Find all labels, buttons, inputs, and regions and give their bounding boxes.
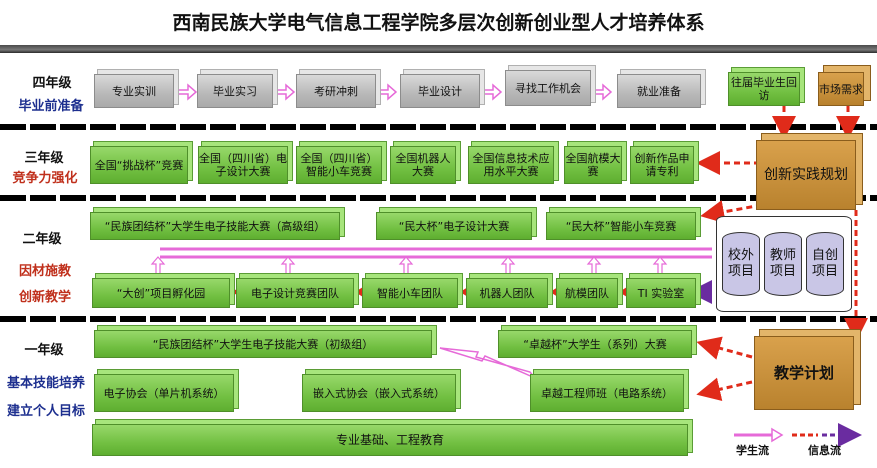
legend-info-label: 信息流 [808, 444, 841, 457]
y2-bottom-5: 航模团队 [556, 278, 618, 308]
y1-bottom-1: 电子协会（单片机系统） [94, 374, 234, 412]
y2-top-2: “民大杯”电子设计大赛 [376, 212, 532, 240]
grade-1-sub-2: 建立个人目标 [6, 404, 85, 419]
y1-top-1: “民族团结杯”大学生电子技能大赛（初级组） [94, 330, 432, 358]
legend-student-head [771, 427, 784, 443]
grade-2-sub-1: 因材施教 [18, 264, 71, 279]
foundation-box: 专业基础、工程教育 [92, 424, 688, 456]
grade-3-label: 三年级 [24, 151, 64, 166]
divider-2-1 [0, 316, 877, 322]
grade-3-sub: 竞争力强化 [12, 171, 78, 186]
top-band [0, 45, 877, 53]
y4-arrow-5 [592, 83, 613, 101]
y4-box-6: 就业准备 [617, 74, 701, 108]
y2-bottom-4: 机器人团队 [466, 278, 548, 308]
y1-bottom-2: 嵌入式协会（嵌入式系统） [302, 374, 456, 412]
page-title: 西南民族大学电气信息工程学院多层次创新创业型人才培养体系 [172, 12, 705, 34]
y3-box-4: 全国机器人大赛 [390, 146, 456, 184]
y2-bottom-2: 电子设计竞赛团队 [236, 278, 354, 308]
y4-market: 市场需求 [818, 72, 864, 106]
innovation-planning-box: 创新实践规划 [756, 140, 856, 210]
grade-4-sub: 毕业前准备 [18, 99, 84, 114]
teaching-plan-box: 教学计划 [754, 336, 854, 410]
y3-box-1: 全国“挑战杯”竞赛 [90, 146, 188, 184]
info-arrow-teach-to-y1 [696, 336, 753, 360]
y4-box-4: 毕业设计 [400, 74, 480, 108]
y2-bottom-3: 智能小车团队 [362, 278, 458, 308]
y3-box-3: 全国（四川省）智能小车竞赛 [296, 146, 382, 184]
divider-3-2 [0, 195, 877, 201]
year2-connector [160, 247, 712, 259]
y4-box-3: 考研冲刺 [296, 74, 376, 108]
y2-top-3: “民大杯”智能小车竞赛 [546, 212, 696, 240]
y4-box-2: 毕业实习 [197, 74, 273, 108]
info-arrow-teach-to-y1b [696, 377, 753, 402]
project-self: 自创项目 [806, 232, 844, 296]
y2-up-3 [398, 256, 414, 279]
y2-up-1 [150, 256, 166, 279]
y4-arrow-1 [177, 83, 198, 101]
y1-top-2: “卓越杯”大学生（系列）大赛 [498, 330, 692, 358]
divider-4-3 [0, 124, 877, 130]
y4-box-5: 寻找工作机会 [505, 70, 591, 106]
y2-bottom-6: TI 实验室 [626, 278, 696, 308]
grade-2-sub-2: 创新教学 [18, 290, 71, 305]
y4-arrow-3 [377, 83, 398, 101]
info-arrow-plan-to-y2 [700, 200, 763, 224]
grade-2-label: 二年级 [22, 232, 62, 247]
y2-up-2 [280, 256, 296, 279]
y4-box-1: 专业实训 [94, 74, 174, 108]
y2-bottom-1: “大创”项目孵化园 [92, 278, 230, 308]
y4-arrow-2 [275, 83, 296, 101]
y4-alumni: 往届毕业生回访 [728, 72, 800, 106]
y2-top-1: “民族团结杯”大学生电子技能大赛（高级组） [90, 212, 340, 240]
y1-bottom-3: 卓越工程师班（电路系统） [530, 374, 684, 412]
y3-box-7: 创新作品申请专利 [630, 146, 694, 184]
grade-4-label: 四年级 [32, 76, 72, 91]
y3-box-5: 全国信息技术应用水平大赛 [468, 146, 554, 184]
y2-up-6 [652, 256, 668, 279]
y2-up-5 [586, 256, 602, 279]
legend-student-label: 学生流 [736, 444, 769, 457]
y3-box-6: 全国航模大赛 [564, 146, 622, 184]
y3-box-2: 全国（四川省）电子设计大赛 [198, 146, 288, 184]
grade-1-label: 一年级 [24, 343, 64, 358]
project-external: 校外项目 [722, 232, 760, 296]
project-teacher: 教师项目 [764, 232, 802, 296]
y2-up-4 [500, 256, 516, 279]
y4-arrow-4 [482, 83, 503, 101]
grade-1-sub-1: 基本技能培养 [6, 376, 85, 391]
